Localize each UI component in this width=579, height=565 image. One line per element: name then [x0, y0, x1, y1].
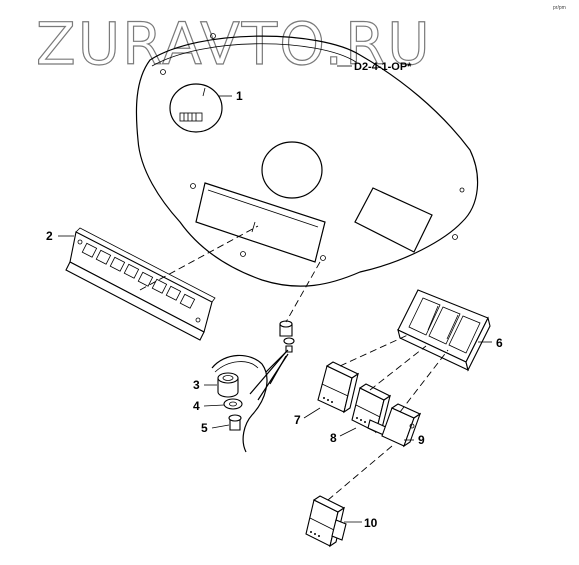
part-2-switch-strip: [65, 227, 216, 341]
switch-slot: [195, 182, 326, 263]
callout-8: 8: [330, 431, 337, 445]
watermark-text: ZURAVTO.RU: [36, 10, 432, 78]
callout-9: 9: [418, 433, 425, 447]
callout-7: 7: [294, 413, 301, 427]
leader-lines: [58, 65, 492, 523]
dashboard-panel: [135, 33, 479, 287]
callout-10: 10: [364, 516, 378, 530]
callout-1: 1: [236, 89, 243, 103]
gauge-scale: [179, 112, 203, 122]
assembly-lines: [139, 225, 449, 501]
callout-2: 2: [46, 229, 53, 243]
corner-mark: pr/pm: [553, 5, 566, 11]
part-10-rocker-switch: [305, 495, 347, 548]
part-7-rocker-switch: [317, 361, 360, 414]
switch-opening: [354, 187, 433, 253]
round-opening: [261, 141, 323, 199]
callout-6: 6: [496, 336, 503, 350]
part-9-blank-plug: [381, 403, 422, 448]
part-8-rocker-switch: [351, 383, 392, 437]
part-3-bushing: [217, 372, 239, 398]
fastener-group: [279, 320, 295, 353]
bracket-arc: [211, 354, 268, 453]
part-5-screw: [228, 414, 242, 431]
diagram-code: D2-4-1-OP*: [354, 61, 412, 73]
callout-3: 3: [193, 378, 200, 392]
callout-4: 4: [193, 399, 200, 413]
part-4-washer: [223, 398, 243, 410]
callout-5: 5: [201, 421, 208, 435]
gauge-opening: [169, 83, 223, 133]
part-6-triple-bezel: [397, 289, 491, 372]
